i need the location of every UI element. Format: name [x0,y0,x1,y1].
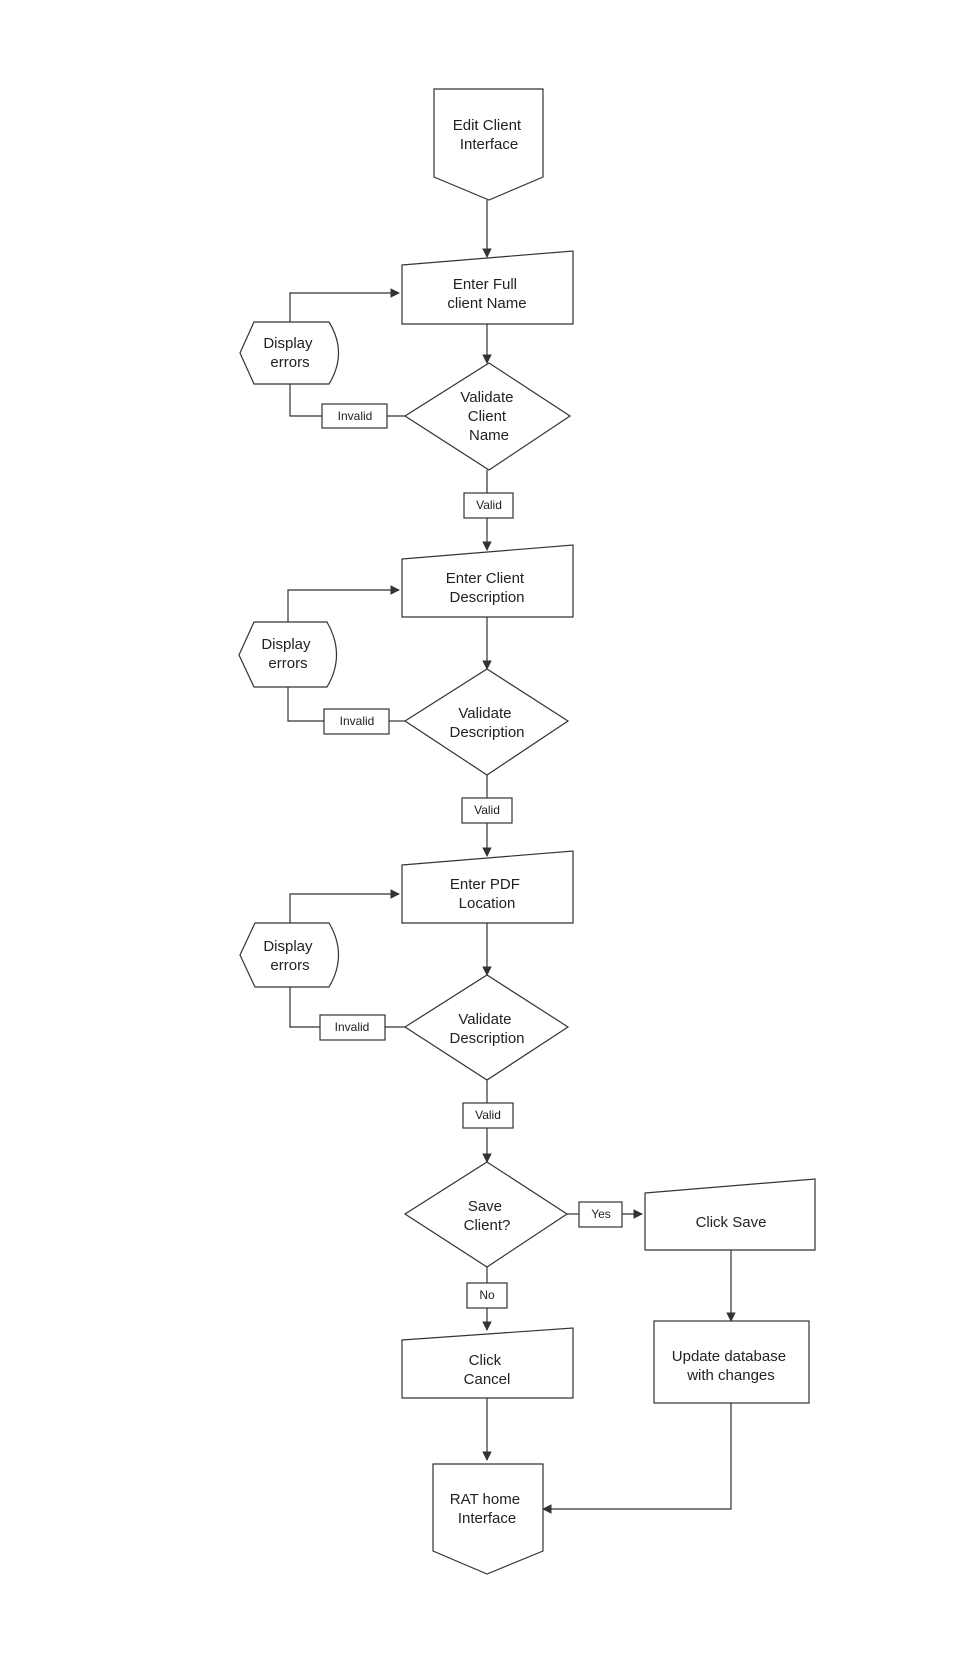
node-rat-home-interface-text: RAT home Interface [450,1491,524,1527]
label-yes-text: Yes [591,1207,611,1221]
label-invalid-1-text: Invalid [338,409,373,423]
label-invalid-1: Invalid [321,403,388,429]
node-enter-full-client-name: Enter Full client Name [401,250,574,325]
node-validate-description-1: Validate Description [403,668,570,776]
label-no: No [466,1282,508,1309]
node-display-errors-2-text: Display errors [261,636,314,672]
node-enter-client-description-text: Enter Client Description [446,570,529,606]
manual-input-shape [401,544,574,618]
offpage-connector-shape [432,1463,544,1575]
process-rectangle [653,1320,810,1404]
node-enter-pdf-location-text: Enter PDF Location [450,876,524,912]
node-validate-description-2-text: Validate Description [449,1011,524,1047]
node-edit-client-interface: Edit Client Interface [433,88,544,201]
node-save-client-text: Save Client? [464,1198,511,1234]
manual-input-shape [401,850,574,924]
node-enter-client-description: Enter Client Description [401,544,574,618]
label-invalid-2: Invalid [323,708,390,735]
label-valid-2: Valid [461,797,513,824]
decision-diamond [403,974,570,1081]
node-update-database-text: Update database with changes [672,1348,790,1384]
node-validate-description-2: Validate Description [403,974,570,1081]
label-no-text: No [479,1288,495,1302]
node-enter-full-client-name-text: Enter Full client Name [447,276,526,312]
node-rat-home-interface: RAT home Interface [432,1463,544,1575]
edge-label-box [319,1014,386,1041]
node-enter-pdf-location: Enter PDF Location [401,850,574,924]
connector-invalid-2-to-errors [287,687,324,722]
decision-diamond [403,362,572,471]
connectors [287,200,736,1514]
label-yes: Yes [578,1201,623,1228]
label-valid-1: Valid [463,492,514,519]
node-save-client: Save Client? [403,1161,569,1268]
edge-label-box [578,1201,623,1228]
connector-errors-3-to-enter-pdf [289,889,400,923]
node-click-cancel-text: Click Cancel [464,1352,511,1388]
display-shape [239,922,339,988]
label-valid-1-text: Valid [476,498,502,512]
node-click-save: Click Save [644,1178,816,1251]
node-update-database: Update database with changes [653,1320,810,1404]
display-shape [238,621,337,688]
node-display-errors-1: Display errors [239,321,339,385]
node-validate-description-1-text: Validate Description [449,705,524,741]
node-display-errors-1-text: Display errors [263,335,316,371]
label-valid-3-text: Valid [475,1108,501,1122]
connector-update-to-home [542,1403,732,1514]
label-valid-3: Valid [462,1102,514,1129]
node-validate-client-name-text: Validate Client Name [460,389,517,444]
edge-label-box [466,1282,508,1309]
node-click-cancel: Click Cancel [401,1327,574,1399]
edge-label-box [323,708,390,735]
edge-label-box [321,403,388,429]
node-display-errors-2: Display errors [238,621,337,688]
connector-invalid-3-to-errors [289,987,320,1028]
display-shape [239,321,339,385]
connector-errors-1-to-enter-name [289,288,400,322]
node-display-errors-3: Display errors [239,922,339,988]
connector-errors-2-to-enter-desc [287,585,400,622]
manual-input-shape [401,250,574,325]
node-edit-client-interface-text: Edit Client Interface [453,117,526,153]
edge-label-box [461,797,513,824]
label-invalid-3: Invalid [319,1014,386,1041]
manual-input-shape [401,1327,574,1399]
edge-label-box [462,1102,514,1129]
decision-diamond [403,1161,569,1268]
label-invalid-3-text: Invalid [335,1020,370,1034]
edge-label-box [463,492,514,519]
decision-diamond [403,668,570,776]
manual-input-shape [644,1178,816,1251]
node-display-errors-3-text: Display errors [263,938,316,974]
label-valid-2-text: Valid [474,803,500,817]
node-validate-client-name: Validate Client Name [403,362,572,471]
node-click-save-text: Click Save [696,1214,767,1231]
connector-invalid-1-to-errors [289,384,322,417]
offpage-connector-shape [433,88,544,201]
label-invalid-2-text: Invalid [340,714,375,728]
